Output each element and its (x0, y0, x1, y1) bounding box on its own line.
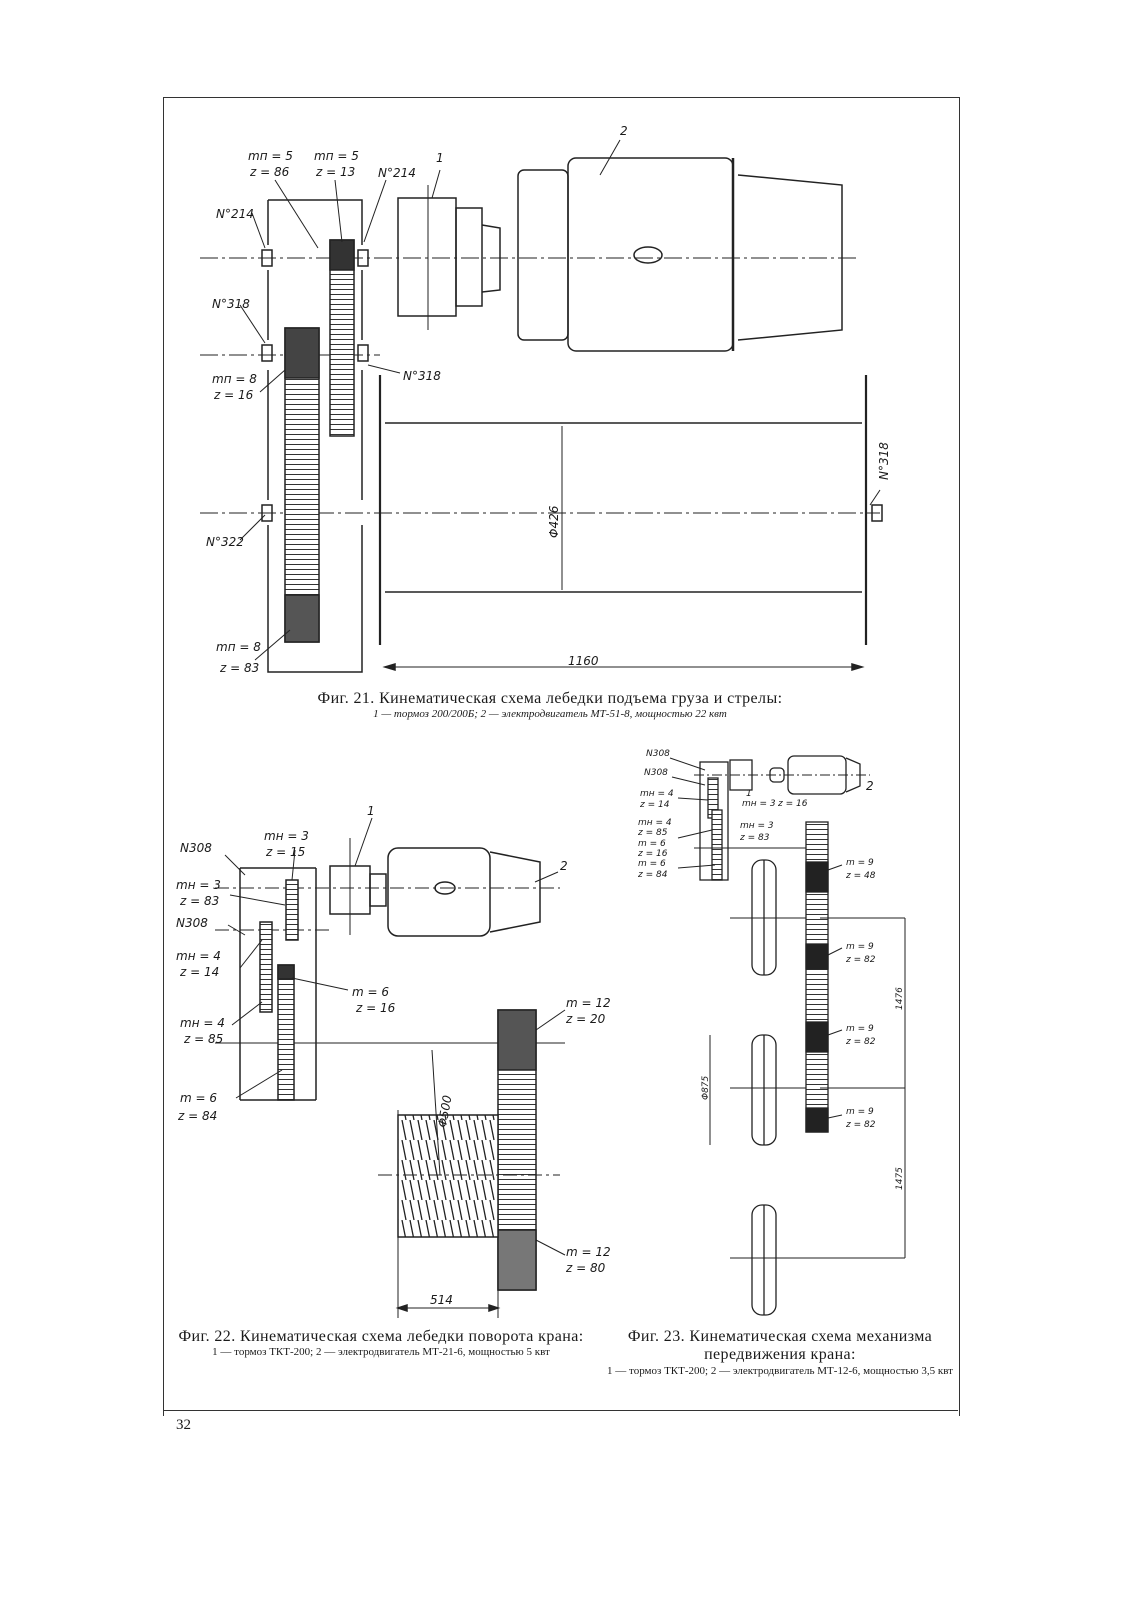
fig22-gear5-teeth: z = 85 (183, 1032, 223, 1046)
fig23-bearing-308-top: N308 (646, 749, 670, 759)
fig22-gear7-module: m = 12 (566, 996, 611, 1010)
fig21-gear1-teeth: z = 86 (249, 165, 290, 179)
fig23-wheel4-module: m = 9 (846, 1107, 874, 1117)
fig23-dimension-1475: 1475 (895, 1167, 905, 1190)
fig21-gear4-module: mп = 8 (216, 640, 261, 654)
fig21-bearing-322: N°322 (206, 535, 244, 549)
fig22-gear1-teeth: z = 15 (265, 845, 305, 859)
fig23-diagram (669, 755, 906, 1316)
fig21-part-2: 2 (620, 124, 628, 138)
fig23-dimension-1476: 1476 (895, 987, 905, 1010)
fig22-length-dim: 514 (430, 1293, 453, 1307)
fig23-gear-a4-teeth: z = 84 (637, 870, 668, 880)
fig21-bearing-214-top: N°214 (378, 166, 416, 180)
fig23-part-1: 1 (746, 789, 752, 799)
fig22-gear6-teeth: z = 84 (177, 1109, 217, 1123)
fig23-part-2: 2 (866, 779, 874, 793)
fig21-bearing-318-right: N°318 (877, 442, 891, 480)
fig22-gear7-teeth: z = 20 (565, 1012, 606, 1026)
fig21-caption-legend: 1 — тормоз 200/200Б; 2 — электродвигател… (373, 708, 727, 721)
fig21-gear3-teeth: z = 16 (213, 388, 254, 402)
fig21-length-dim: 1160 (568, 654, 599, 668)
fig21-bearing-318-left: N°318 (212, 297, 250, 311)
fig22-bearing-308-mid: N308 (176, 916, 208, 930)
fig21-caption: Фиг. 21. Кинематическая схема лебедки по… (230, 690, 870, 721)
fig22-gear1-module: mн = 3 (264, 829, 309, 843)
fig23-gear-b1-teeth: z = 16 (777, 799, 808, 809)
fig23-gear-a4-module: m = 6 (638, 859, 666, 869)
fig23-bearing-308-mid: N308 (644, 768, 668, 778)
fig23-gear-a3-teeth: z = 16 (637, 849, 668, 859)
fig23-gear-a3-module: m = 6 (638, 839, 666, 849)
fig22-gear3-teeth: z = 14 (179, 965, 219, 979)
fig23-wheel4-teeth: z = 82 (845, 1120, 876, 1130)
fig23-wheel2-module: m = 9 (846, 942, 874, 952)
fig21-drum-diameter: Φ426 (547, 505, 561, 538)
fig23-wheel3-module: m = 9 (846, 1024, 874, 1034)
fig22-diagram (215, 817, 566, 1318)
fig22-caption-legend: 1 — тормоз ТКТ-200; 2 — электродвигатель… (212, 1346, 550, 1359)
bottom-rule (163, 1410, 958, 1411)
fig23-labels: N308 N308 mн = 4 z = 14 mн = 4 z = 85 m … (637, 749, 905, 1190)
fig22-caption-title: Фиг. 22. Кинематическая схема лебедки по… (178, 1328, 584, 1345)
fig23-wheel-diameter: Φ875 (701, 1075, 711, 1100)
fig22-part-1: 1 (367, 804, 375, 818)
fig23-caption-title: Фиг. 23. Кинематическая схема механизма … (627, 1328, 933, 1364)
fig21-bearing-318-mid: N°318 (403, 369, 441, 383)
fig21-gear3-module: mп = 8 (212, 372, 257, 386)
fig23-wheel3-teeth: z = 82 (845, 1037, 876, 1047)
fig21-bearing-214-left: N°214 (216, 207, 254, 221)
fig23-gear-a1-module: mн = 4 (640, 789, 674, 799)
fig22-part-2: 2 (560, 859, 568, 873)
fig22-caption: Фиг. 22. Кинематическая схема лебедки по… (165, 1328, 597, 1359)
fig23-gear-b2-teeth: z = 83 (739, 833, 770, 843)
fig21-labels: mп = 5 z = 86 mп = 5 z = 13 N°214 N°214 … (206, 124, 891, 675)
fig21-gear1-module: mп = 5 (248, 149, 293, 163)
fig22-gear3-module: mн = 4 (176, 949, 221, 963)
fig21-part-1: 1 (436, 151, 444, 165)
fig22-gear2-teeth: z = 83 (179, 894, 219, 908)
page-number: 32 (176, 1417, 191, 1433)
fig23-caption-legend: 1 — тормоз ТКТ-200; 2 — электродвигатель… (607, 1364, 953, 1377)
fig23-gear-a2-module: mн = 4 (638, 818, 672, 828)
fig22-drum-diameter: Φ500 (435, 1094, 454, 1129)
page-frame (163, 97, 960, 1416)
fig21-diagram (200, 139, 883, 673)
fig23-gear-a2-teeth: z = 85 (637, 828, 668, 838)
fig21-gear4-teeth: z = 83 (219, 661, 259, 675)
fig22-gear5-module: mн = 4 (180, 1016, 225, 1030)
fig21-gear2-module: mп = 5 (314, 149, 359, 163)
fig22-gear4-module: m = 6 (352, 985, 389, 999)
fig22-gear8-module: m = 12 (566, 1245, 611, 1259)
fig22-gear4-teeth: z = 16 (355, 1001, 396, 1015)
fig23-wheel1-module: m = 9 (846, 858, 874, 868)
fig23-gear-a1-teeth: z = 14 (639, 800, 670, 810)
fig23-gear-b1-module: mн = 3 (742, 799, 776, 809)
fig23-gear-b2-module: mн = 3 (740, 821, 774, 831)
fig23-wheel2-teeth: z = 82 (845, 955, 876, 965)
fig21-caption-title: Фиг. 21. Кинематическая схема лебедки по… (317, 690, 783, 707)
fig23-caption: Фиг. 23. Кинематическая схема механизма … (605, 1328, 955, 1377)
fig22-bearing-308-top: N308 (180, 841, 212, 855)
fig22-gear2-module: mн = 3 (176, 878, 221, 892)
fig22-gear8-teeth: z = 80 (565, 1261, 606, 1275)
fig22-labels: N308 N308 mн = 3 z = 15 mн = 3 z = 83 mн… (176, 804, 611, 1307)
fig22-gear6-module: m = 6 (180, 1091, 217, 1105)
fig23-wheel1-teeth: z = 48 (845, 871, 876, 881)
fig21-gear2-teeth: z = 13 (315, 165, 355, 179)
